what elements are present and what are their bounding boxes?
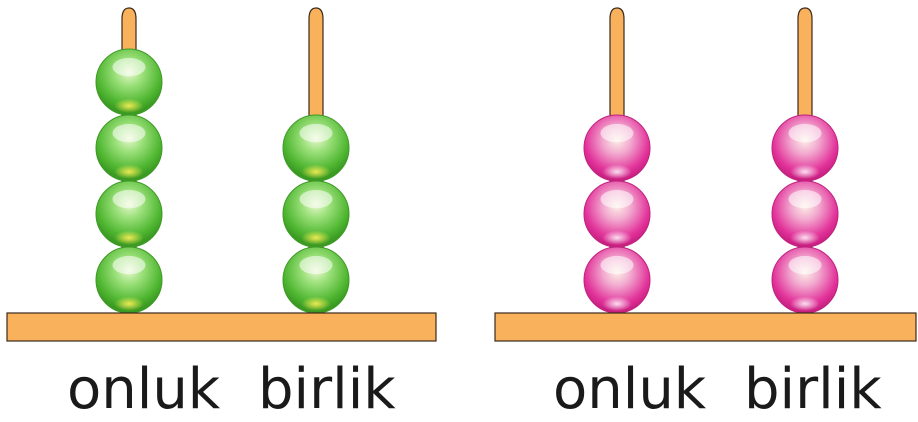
abacus-1-rod-1-label: onluk bbox=[67, 357, 221, 422]
abacus-2-rod-1-bead-1 bbox=[583, 246, 651, 314]
abacus-1-rod-1-bead-1 bbox=[95, 246, 163, 314]
abacus-1 bbox=[6, 7, 437, 342]
abacus-2-rod-1-bead-2 bbox=[583, 180, 651, 248]
abacus-2-rod-1-label: onluk bbox=[553, 357, 707, 422]
abacus-1-rod-2-label: birlik bbox=[258, 357, 396, 422]
abacus-1-rod-2-bead-1 bbox=[282, 246, 350, 314]
abacus-1-rod-1-bead-2 bbox=[95, 180, 163, 248]
abacus-1-rod-2-bead-2 bbox=[282, 180, 350, 248]
abacus-1-rod-1-bead-3 bbox=[95, 114, 163, 182]
abacus-1-rod-1-bead-4 bbox=[95, 48, 163, 116]
abacus-2 bbox=[494, 7, 917, 342]
abacus-2-rod-2-bead-2 bbox=[771, 180, 839, 248]
abacus-2-rod-2-label: birlik bbox=[744, 357, 882, 422]
abacus-2-rod-1-bead-3 bbox=[583, 114, 651, 182]
abacus-2-base bbox=[494, 312, 917, 342]
abacus-1-rod-2-bead-3 bbox=[282, 114, 350, 182]
abacus-2-rod-2-bead-1 bbox=[771, 246, 839, 314]
abacus-1-base bbox=[6, 312, 437, 342]
abacus-2-rod-2-bead-3 bbox=[771, 114, 839, 182]
